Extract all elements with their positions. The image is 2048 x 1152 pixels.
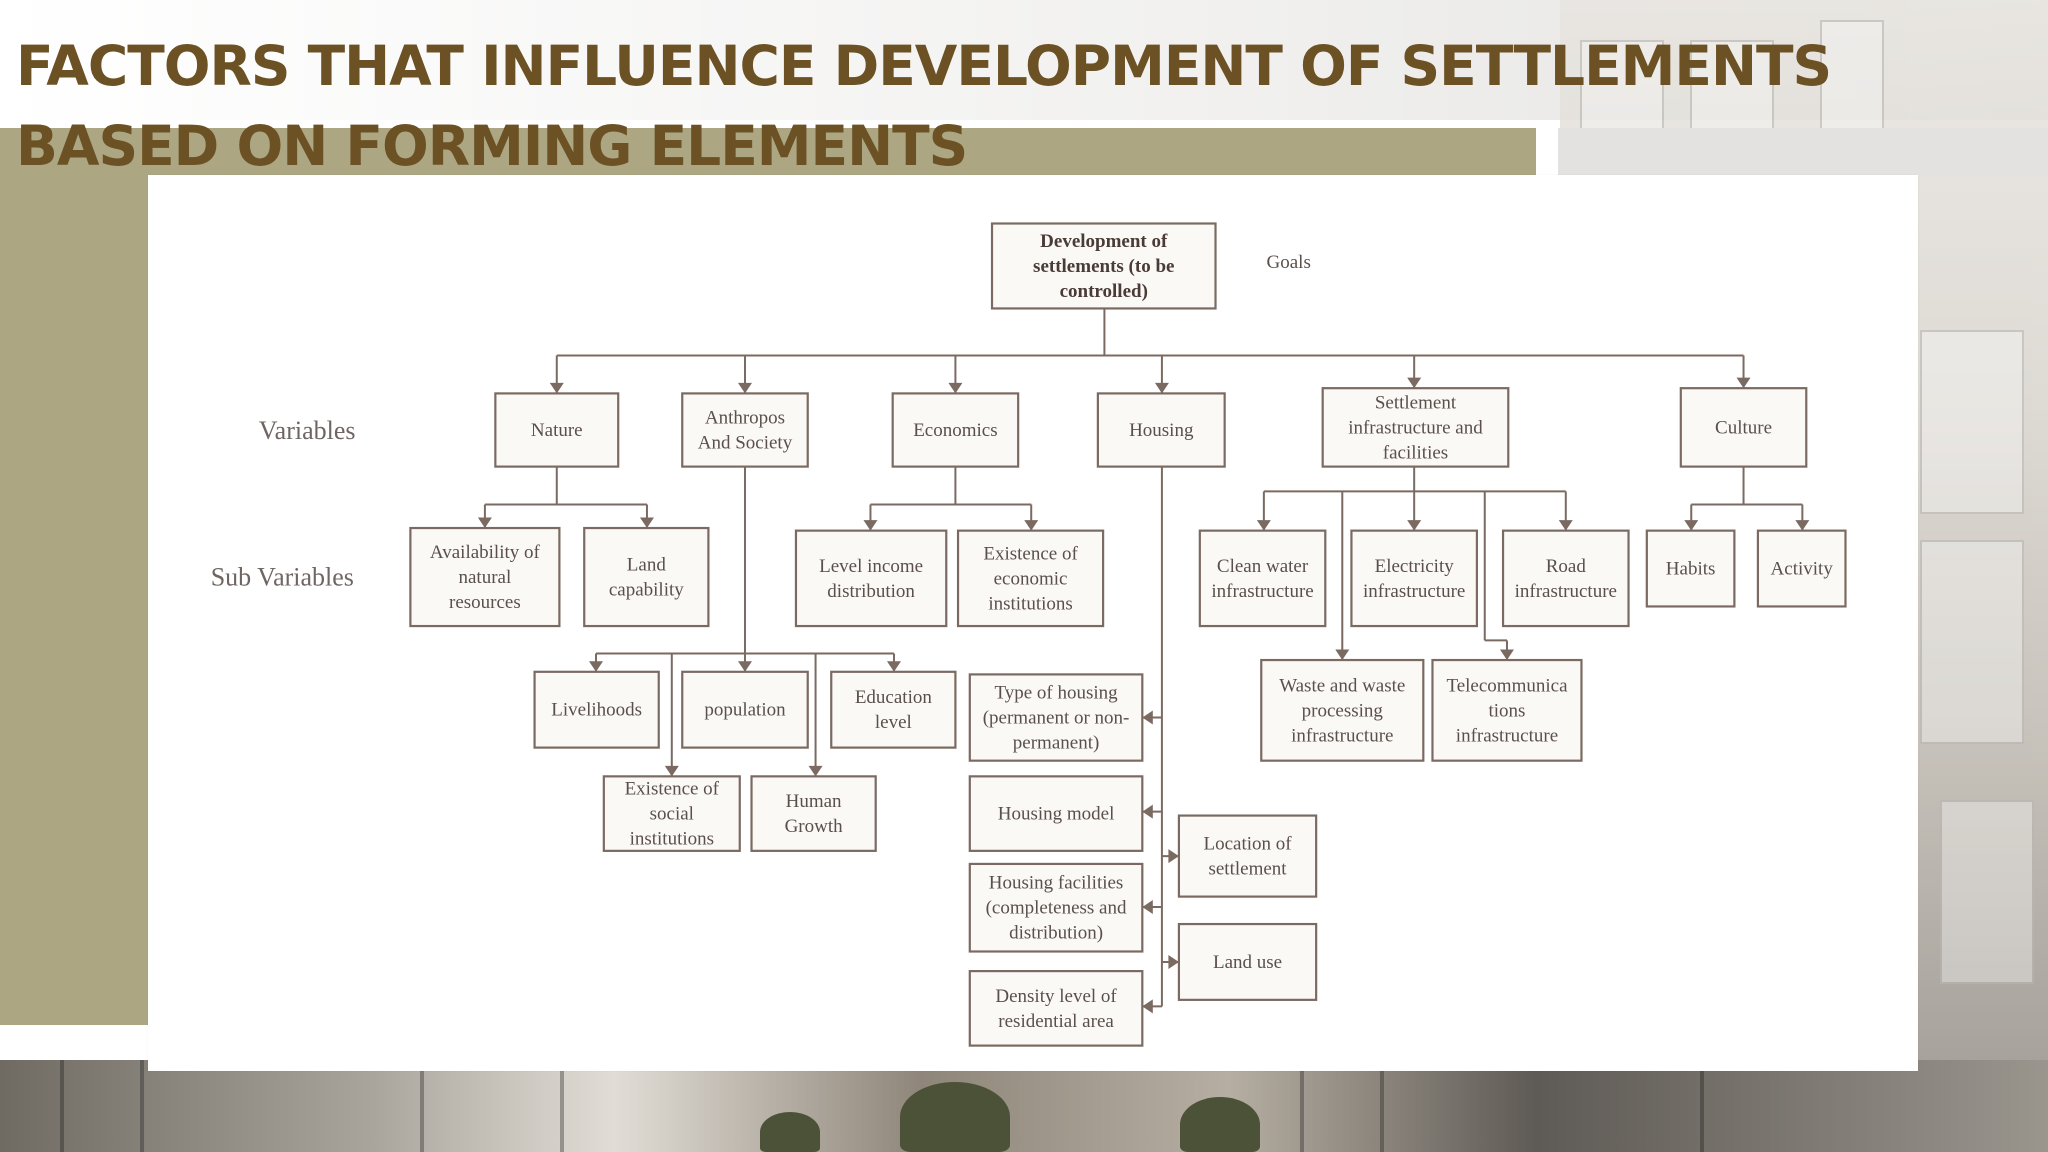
node-box-habits: [1645, 529, 1736, 608]
node-label-livelihoods: Livelihoods: [551, 700, 642, 721]
arrow-head-8: [863, 520, 878, 531]
node-box-goal: [990, 222, 1217, 310]
node-label-housing-model: Housing model: [998, 804, 1115, 825]
arrow-head-6: [477, 517, 492, 529]
node-box-economics: [891, 392, 1020, 468]
arrow-head-9: [1024, 520, 1039, 531]
variables-label: Variables: [259, 416, 356, 445]
arrow-head-4: [1407, 377, 1422, 389]
arrow-head-22: [1142, 710, 1153, 725]
node-box-clean-water: [1198, 529, 1327, 628]
arrow-head-27: [1168, 954, 1179, 969]
arrow-head-1: [737, 382, 752, 394]
node-box-population: [681, 670, 809, 749]
arrow-head-13: [1335, 649, 1350, 661]
arrow-head-11: [1407, 520, 1422, 531]
node-box-housing-facilities: [968, 862, 1144, 953]
node-box-housing: [1096, 392, 1226, 468]
node-box-land-capability: [583, 526, 710, 628]
arrow-head-18: [737, 661, 752, 672]
arrow-head-21: [808, 765, 823, 777]
side-accent-band: [0, 175, 148, 1025]
arrow-head-12: [1558, 520, 1573, 531]
node-box-land-use: [1177, 922, 1318, 1001]
node-box-anthropos: [681, 392, 809, 468]
node-box-type-housing: [968, 673, 1144, 762]
node-box-availability: [409, 526, 561, 628]
arrow-head-20: [664, 765, 679, 777]
node-label-culture: Culture: [1715, 417, 1772, 438]
arrow-head-17: [588, 661, 603, 672]
arrow-head-25: [1142, 999, 1153, 1014]
arrow-head-23: [1142, 804, 1153, 819]
node-box-location: [1177, 814, 1318, 898]
node-box-telecom: [1431, 658, 1583, 762]
title-grey-band: [1558, 128, 2048, 175]
node-box-human-growth: [750, 775, 877, 852]
background-photo-bottom: [0, 1060, 2048, 1152]
arrow-head-10: [1256, 520, 1271, 531]
arrow-head-2: [948, 382, 963, 394]
node-label-population: population: [704, 700, 786, 721]
node-box-waste: [1260, 658, 1425, 762]
node-box-activity: [1756, 529, 1847, 608]
node-box-nature: [494, 392, 620, 468]
slide-title-line-2: BASED ON FORMING ELEMENTS: [16, 114, 968, 178]
node-label-habits: Habits: [1666, 559, 1716, 580]
arrow-head-15: [1684, 520, 1699, 531]
node-box-culture: [1679, 387, 1808, 468]
arrow-head-7: [639, 517, 654, 529]
node-label-economics: Economics: [913, 420, 997, 441]
node-box-electricity: [1350, 529, 1479, 628]
node-box-housing-model: [968, 775, 1144, 852]
node-label-activity: Activity: [1771, 559, 1834, 580]
sub-variables-label: Sub Variables: [211, 563, 354, 592]
arrow-head-0: [549, 382, 564, 394]
arrow-head-26: [1168, 849, 1179, 864]
slide-title-line-1: FACTORS THAT INFLUENCE DEVELOPMENT OF SE…: [16, 34, 1832, 98]
node-box-livelihoods: [533, 670, 660, 749]
arrow-head-5: [1736, 377, 1751, 389]
node-box-existence-social: [602, 775, 741, 852]
arrow-head-3: [1154, 382, 1169, 394]
node-box-level-income: [794, 529, 948, 628]
arrow-head-24: [1142, 900, 1153, 915]
arrow-head-16: [1795, 520, 1810, 531]
node-label-housing: Housing: [1129, 420, 1194, 441]
node-box-education: [830, 670, 957, 749]
node-label-type-housing: Type of housing(permanent or non-permane…: [983, 683, 1130, 754]
node-box-existence-economic: [956, 529, 1105, 628]
node-box-settlement-infra: [1321, 387, 1510, 468]
arrow-head-14: [1499, 649, 1514, 661]
slide-title: FACTORS THAT INFLUENCE DEVELOPMENT OF SE…: [16, 26, 1832, 186]
node-box-density: [968, 970, 1144, 1047]
node-label-nature: Nature: [531, 420, 583, 441]
node-label-land-use: Land use: [1213, 952, 1282, 973]
title-accent-band: [0, 128, 1536, 175]
goals-label: Goals: [1267, 252, 1311, 273]
node-box-road: [1501, 529, 1630, 628]
arrow-head-19: [886, 661, 901, 672]
